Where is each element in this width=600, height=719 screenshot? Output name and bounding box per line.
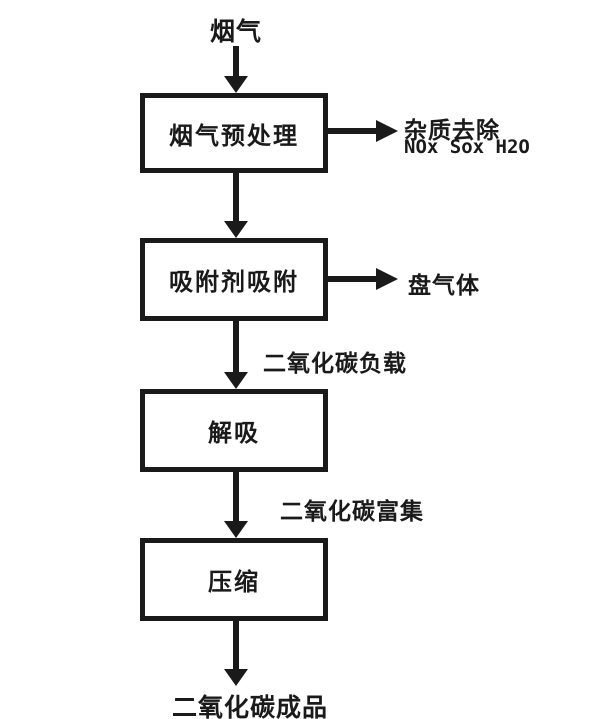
arrow-right-1-head-icon — [376, 120, 398, 142]
flow-label-co2-loaded: 二氧化碳负载 — [263, 350, 407, 376]
arrow-down-3-head-icon — [224, 372, 248, 389]
arrow-down-5-stem — [233, 621, 239, 670]
arrow-down-2-head-icon — [224, 221, 248, 238]
process-box-adsorption: 吸附剂吸附 — [140, 238, 328, 321]
process-box-label: 吸附剂吸附 — [169, 269, 299, 296]
arrow-down-4-stem — [233, 472, 239, 522]
flow-label-co2-enriched: 二氧化碳富集 — [280, 498, 424, 524]
arrow-down-2-stem — [233, 173, 239, 222]
branch-sublabel-nox-sox-h2o: NOx Sox H2O — [404, 136, 530, 158]
output-label-co2-product: 二氧化碳成品 — [172, 694, 329, 719]
arrow-down-4-head-icon — [224, 521, 248, 538]
branch-label-impurity-removal: 杂质去除 — [404, 117, 500, 143]
arrow-down-1-head-icon — [224, 76, 248, 93]
arrow-right-2-head-icon — [376, 268, 398, 290]
process-box-label: 烟气预处理 — [169, 122, 299, 150]
branch-label-gas: 盘气体 — [408, 272, 480, 298]
process-box-desorption: 解吸 — [140, 389, 328, 472]
process-box-label: 解吸 — [208, 420, 260, 447]
source-label: 烟气 — [210, 18, 263, 46]
arrow-down-3-stem — [233, 321, 239, 373]
arrow-down-5-head-icon — [224, 669, 248, 686]
arrow-right-2-stem — [328, 276, 376, 282]
process-box-pretreatment: 烟气预处理 — [140, 93, 328, 173]
arrow-right-1-stem — [328, 128, 376, 134]
arrow-down-1-stem — [233, 46, 239, 77]
process-box-compression: 压缩 — [140, 538, 328, 621]
process-box-label: 压缩 — [208, 569, 260, 596]
